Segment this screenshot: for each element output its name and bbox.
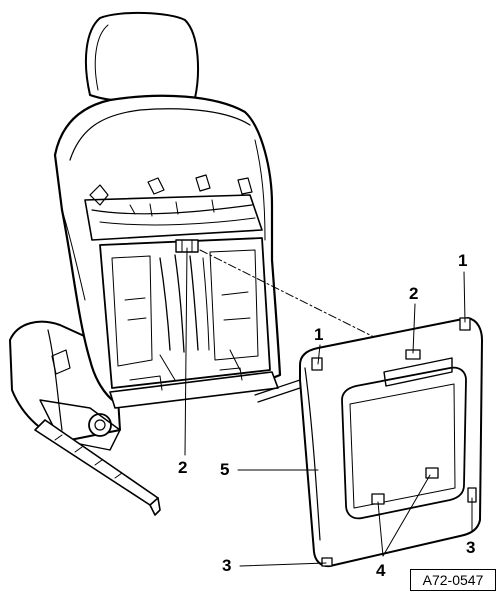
backrest-frame bbox=[39, 94, 282, 451]
callout-1-left: 1 bbox=[314, 325, 324, 344]
figure-reference-code: A72-0547 bbox=[410, 569, 496, 591]
leader-1-right bbox=[463, 271, 466, 323]
callout-4: 4 bbox=[376, 561, 386, 580]
callout-1-right: 1 bbox=[458, 251, 468, 270]
leader-3-left bbox=[239, 562, 327, 567]
leader-2-right bbox=[412, 303, 416, 354]
leader-1-left bbox=[317, 344, 321, 365]
callout-3-right: 3 bbox=[466, 538, 476, 557]
callout-2-right: 2 bbox=[409, 284, 419, 303]
callout-2-left: 2 bbox=[178, 458, 188, 477]
leader-2-left bbox=[184, 247, 188, 456]
callout-3-left: 3 bbox=[222, 556, 232, 575]
leader-4-b bbox=[382, 474, 431, 557]
backrest-rear-panel bbox=[299, 317, 483, 568]
leader-lines bbox=[184, 247, 473, 567]
callout-5: 5 bbox=[220, 460, 230, 479]
leader-4-a bbox=[377, 501, 384, 557]
seat-rail bbox=[34, 379, 301, 516]
